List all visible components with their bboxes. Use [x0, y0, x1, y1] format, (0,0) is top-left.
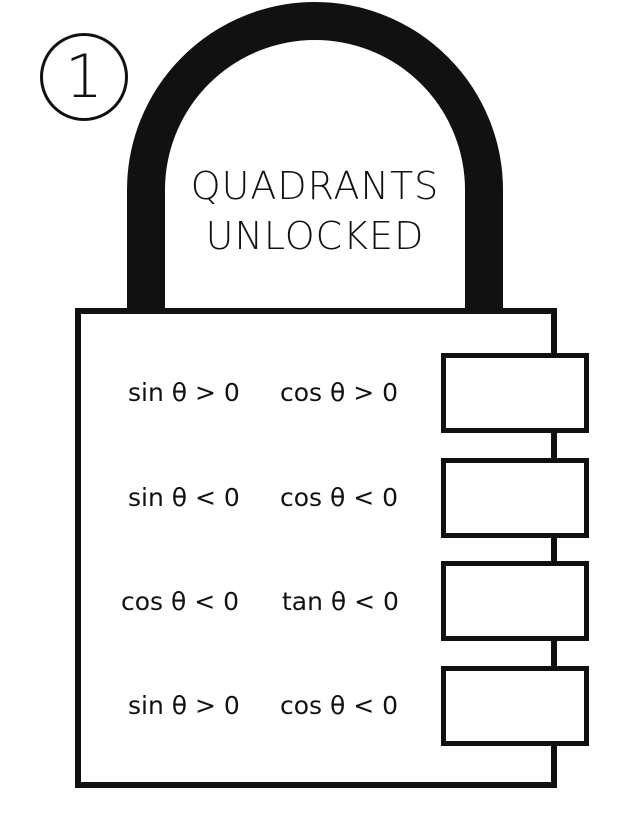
- title-line-2: UNLOCKED: [205, 214, 425, 258]
- answer-box-2[interactable]: [441, 458, 589, 538]
- answer-box-1[interactable]: [441, 353, 589, 433]
- clue-2-left: sin θ < 0: [128, 483, 240, 512]
- answer-box-4[interactable]: [441, 666, 589, 746]
- clue-3-left: cos θ < 0: [121, 587, 240, 616]
- clue-1-left: sin θ > 0: [128, 378, 240, 407]
- answer-box-3[interactable]: [441, 561, 589, 641]
- clue-3-right: tan θ < 0: [282, 587, 399, 616]
- clue-1-right: cos θ > 0: [280, 378, 399, 407]
- puzzle-number-badge: 1: [40, 33, 128, 121]
- clue-4-right: cos θ < 0: [280, 691, 399, 720]
- title-line-1: QUADRANTS: [190, 164, 440, 208]
- padlock-shackle: [127, 2, 503, 312]
- clue-4-left: sin θ > 0: [128, 691, 240, 720]
- clue-2-right: cos θ < 0: [280, 483, 399, 512]
